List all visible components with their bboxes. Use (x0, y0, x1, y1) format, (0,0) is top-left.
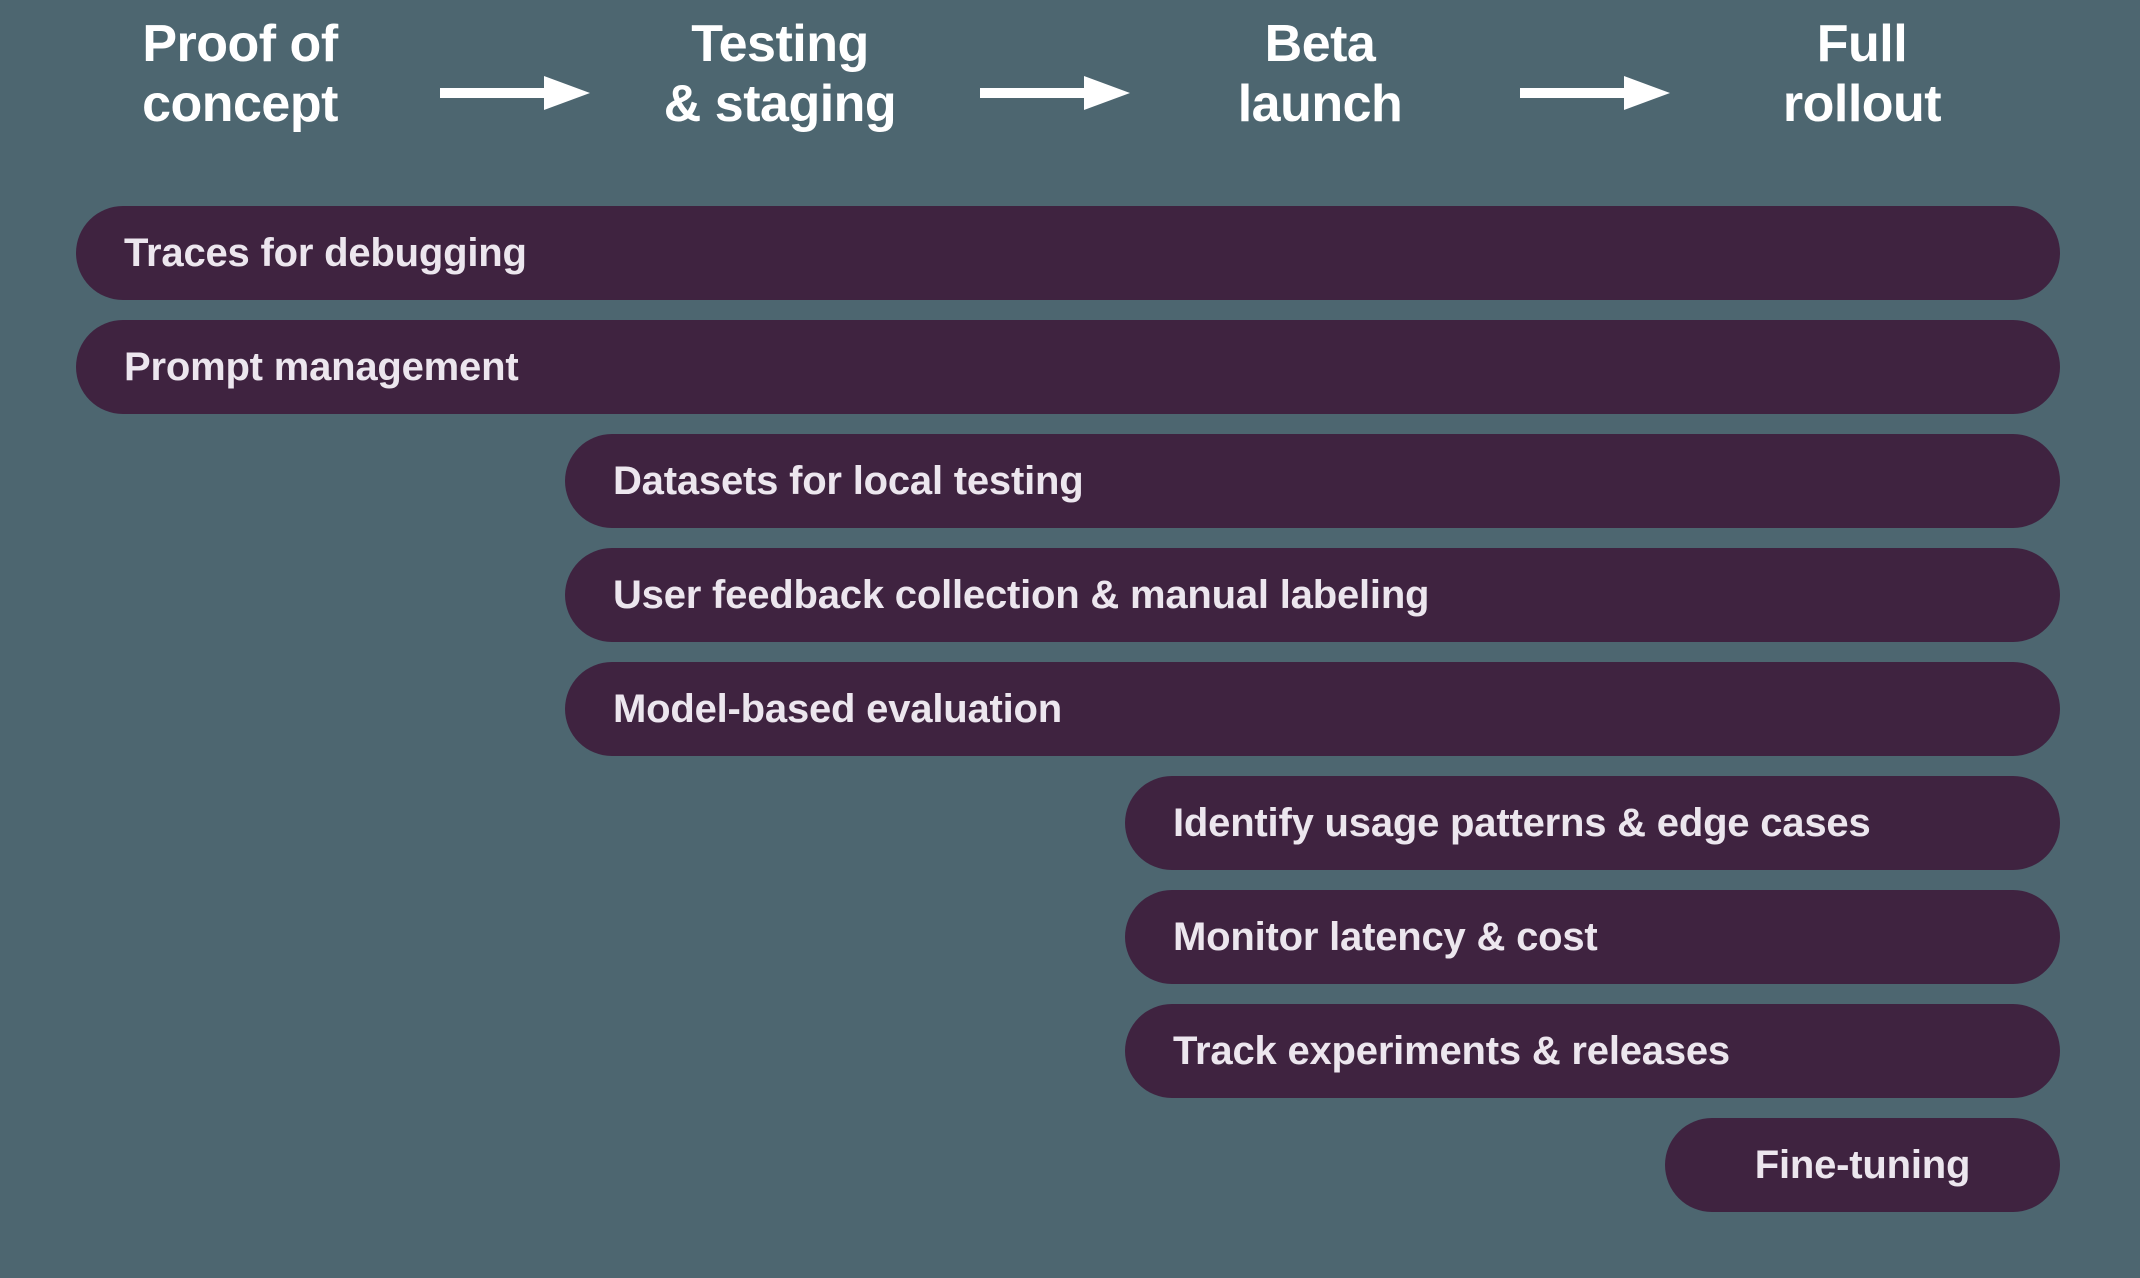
stage-label-full-rollout: Full rollout (1782, 15, 1942, 134)
stage-label-beta-launch: Beta launch (1237, 15, 1403, 134)
capability-pill[interactable]: Track experiments & releases (1125, 1004, 2060, 1098)
capability-pill-label: Prompt management (124, 344, 519, 389)
capability-pill[interactable]: Prompt management (76, 320, 2060, 414)
capability-pill-label: Track experiments & releases (1173, 1028, 1730, 1073)
stage-header-row: Proof of concept Testing & staging Beta … (0, 0, 2140, 180)
capability-pill-label: Monitor latency & cost (1173, 914, 1598, 959)
capability-pill[interactable]: Model-based evaluation (565, 662, 2060, 756)
capability-pill-label: User feedback collection & manual labeli… (613, 572, 1430, 617)
capability-pill-label: Datasets for local testing (613, 458, 1084, 503)
capability-pill-label: Model-based evaluation (613, 686, 1063, 731)
arrow-right-icon (1520, 72, 1670, 114)
capability-pill-label: Traces for debugging (124, 230, 527, 275)
stage-label-proof-of-concept: Proof of concept (142, 15, 338, 134)
capability-pill[interactable]: Traces for debugging (76, 206, 2060, 300)
capability-pill[interactable]: User feedback collection & manual labeli… (565, 548, 2060, 642)
capability-pill[interactable]: Monitor latency & cost (1125, 890, 2060, 984)
stage-label-testing-staging: Testing & staging (663, 15, 897, 134)
arrow-right-icon (980, 72, 1130, 114)
capability-pill[interactable]: Identify usage patterns & edge cases (1125, 776, 2060, 870)
capability-pill-label: Fine-tuning (1754, 1142, 1971, 1187)
capability-pill[interactable]: Fine-tuning (1665, 1118, 2060, 1212)
capability-pill-label: Identify usage patterns & edge cases (1173, 800, 1871, 845)
capability-pill[interactable]: Datasets for local testing (565, 434, 2060, 528)
arrow-right-icon (440, 72, 590, 114)
